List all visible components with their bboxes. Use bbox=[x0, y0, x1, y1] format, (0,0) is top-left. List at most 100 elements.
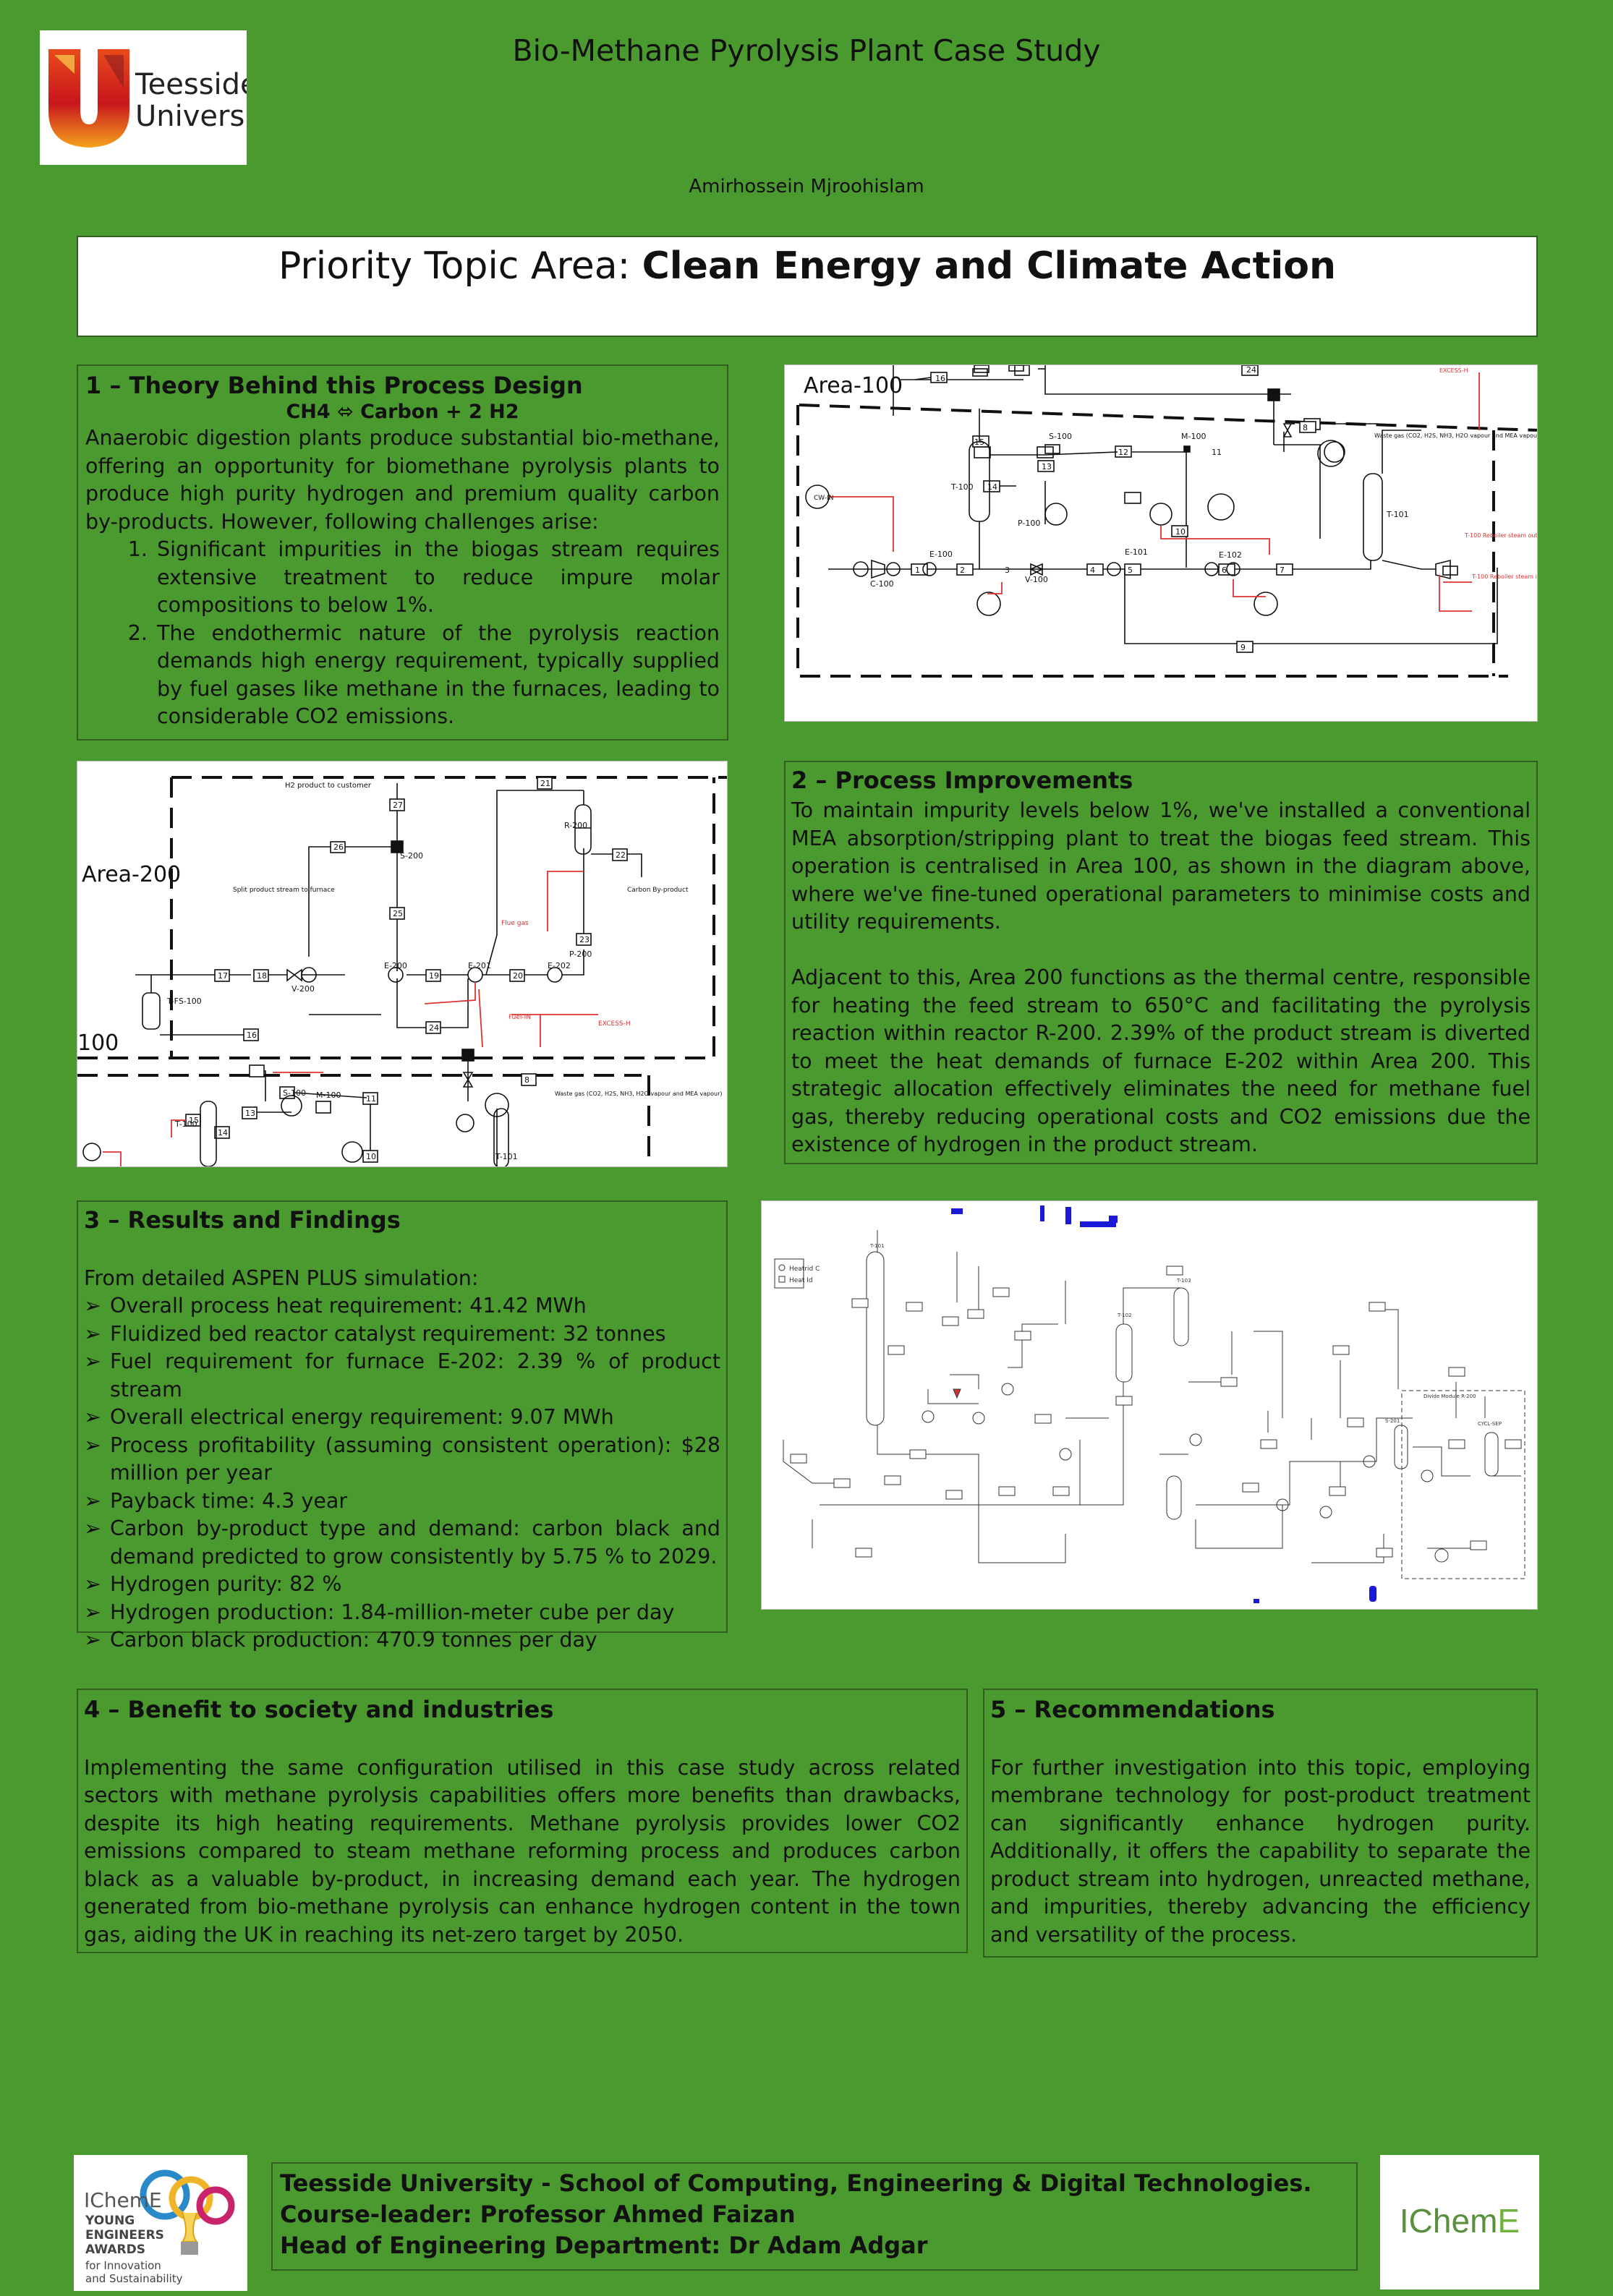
area-100-flowsheet: Area-100 bbox=[796, 365, 1538, 678]
area-100-label: Area-100 bbox=[804, 373, 903, 398]
recommendations-spacer bbox=[990, 1726, 1531, 1754]
svg-text:25: 25 bbox=[393, 909, 403, 918]
svg-text:15: 15 bbox=[974, 438, 984, 447]
award-sub-2: and Sustainability bbox=[85, 2272, 183, 2285]
svg-text:R-200: R-200 bbox=[564, 821, 587, 830]
area-200-label: Area-200 bbox=[82, 862, 181, 887]
poster-title: Bio-Methane Pyrolysis Plant Case Study bbox=[512, 33, 1101, 68]
svg-text:E-102: E-102 bbox=[1219, 550, 1242, 560]
svg-text:P-200: P-200 bbox=[569, 949, 592, 959]
svg-text:S-201: S-201 bbox=[1385, 1418, 1400, 1424]
result-item: Fluidized bed reactor catalyst requireme… bbox=[84, 1320, 720, 1349]
aspen-flowsheet-drawing: Heatrid C Heat Id bbox=[774, 1205, 1525, 1603]
svg-text:T-103: T-103 bbox=[1176, 1278, 1191, 1284]
icheme-logo-a: IChem bbox=[1399, 2202, 1498, 2240]
award-line-3: AWARDS bbox=[85, 2242, 145, 2257]
svg-text:T-100: T-100 bbox=[174, 1119, 197, 1129]
aspen-legend-2: Heat Id bbox=[789, 1277, 813, 1284]
section-improvements: 2 – Process Improvements To maintain imp… bbox=[784, 761, 1538, 1164]
svg-text:E-202: E-202 bbox=[548, 961, 571, 970]
svg-text:3: 3 bbox=[1005, 566, 1010, 575]
svg-text:5: 5 bbox=[1128, 566, 1133, 575]
svg-text:21: 21 bbox=[540, 779, 550, 788]
svg-text:S-200: S-200 bbox=[400, 851, 423, 861]
footer-line-2: Course-leader: Professor Ahmed Faizan bbox=[280, 2201, 796, 2228]
svg-text:18: 18 bbox=[257, 971, 267, 981]
improvements-para-1: To maintain impurity levels below 1%, we… bbox=[791, 798, 1531, 934]
svg-text:14: 14 bbox=[987, 482, 997, 492]
svg-text:C-100: C-100 bbox=[870, 579, 894, 589]
a100-reboiler-out: T-100 Reboiler steam out bbox=[1464, 532, 1538, 539]
svg-text:2: 2 bbox=[960, 566, 965, 575]
svg-text:T-101: T-101 bbox=[495, 1152, 518, 1161]
a200-caption-flue: Flue gas bbox=[501, 920, 529, 927]
results-spacer bbox=[84, 1237, 720, 1265]
recommendations-text: For further investigation into this topi… bbox=[990, 1755, 1531, 1947]
area-100-lower-label: 100 bbox=[77, 1030, 119, 1056]
section-recommendations: 5 – Recommendations For further investig… bbox=[983, 1689, 1538, 1958]
result-item: Carbon by-product type and demand: carbo… bbox=[84, 1515, 720, 1571]
a200-caption-excess: EXCESS-H bbox=[598, 1020, 631, 1028]
improvements-spacer bbox=[791, 936, 1531, 965]
section-improvements-title: 2 – Process Improvements bbox=[791, 767, 1133, 794]
award-brand: IChemE bbox=[84, 2188, 162, 2212]
section-results: 3 – Results and Findings From detailed A… bbox=[77, 1200, 728, 1654]
result-item: Hydrogen purity: 82 % bbox=[84, 1571, 720, 1599]
area-100-diagram: Area-100 bbox=[784, 364, 1538, 722]
svg-text:27: 27 bbox=[393, 801, 403, 810]
result-item: Process profitability (assuming consiste… bbox=[84, 1432, 720, 1488]
svg-text:M-100: M-100 bbox=[1181, 432, 1206, 441]
result-item: Carbon black production: 470.9 tonnes pe… bbox=[84, 1626, 720, 1655]
svg-text:CYCL-SEP: CYCL-SEP bbox=[1478, 1421, 1502, 1427]
section-benefits-title: 4 – Benefit to society and industries bbox=[84, 1696, 554, 1723]
svg-text:11: 11 bbox=[1212, 448, 1222, 457]
svg-text:S-100: S-100 bbox=[1049, 432, 1072, 441]
section-benefits: 4 – Benefit to society and industries Im… bbox=[77, 1689, 968, 1953]
improvements-para-2: Adjacent to this, Area 200 functions as … bbox=[791, 965, 1531, 1156]
svg-text:T-101: T-101 bbox=[1386, 510, 1409, 519]
svg-text:8: 8 bbox=[1303, 423, 1308, 432]
svg-text:26: 26 bbox=[333, 842, 344, 852]
awards-logo-mark: IChemE YOUNG ENGINEERS AWARDS for Innova… bbox=[84, 2169, 235, 2285]
svg-text:M-100: M-100 bbox=[316, 1091, 341, 1100]
svg-text:V-100: V-100 bbox=[1025, 575, 1048, 584]
svg-text:E-200: E-200 bbox=[384, 961, 407, 970]
svg-text:T-100: T-100 bbox=[950, 482, 974, 492]
svg-text:P-100: P-100 bbox=[1018, 518, 1040, 528]
svg-text:19: 19 bbox=[429, 971, 439, 981]
area-200-flowsheet: Area-200 100 bbox=[77, 776, 727, 1166]
svg-text:15: 15 bbox=[189, 1116, 199, 1125]
icheme-awards-logo: IChemE YOUNG ENGINEERS AWARDS for Innova… bbox=[74, 2155, 247, 2291]
logo-text-2: University bbox=[135, 100, 247, 133]
svg-text:V-200: V-200 bbox=[291, 984, 315, 994]
area-200-diagram: Area-200 100 bbox=[77, 761, 728, 1167]
a100-reboiler-in: T-100 Reboiler steam in bbox=[1471, 573, 1538, 580]
section-recommendations-title: 5 – Recommendations bbox=[990, 1696, 1275, 1723]
benefits-text: Implementing the same configuration util… bbox=[84, 1755, 961, 1947]
svg-text:6: 6 bbox=[1222, 566, 1227, 575]
svg-text:E-101: E-101 bbox=[1125, 547, 1148, 557]
award-sub-1: for Innovation bbox=[85, 2259, 161, 2272]
result-item: Payback time: 4.3 year bbox=[84, 1488, 720, 1516]
svg-text:11: 11 bbox=[366, 1094, 376, 1104]
a200-caption-top: H2 product to customer bbox=[285, 782, 372, 790]
challenge-item: The endothermic nature of the pyrolysis … bbox=[154, 620, 720, 731]
svg-text:T-101: T-101 bbox=[869, 1243, 885, 1249]
svg-text:S-100: S-100 bbox=[283, 1088, 306, 1098]
svg-text:12: 12 bbox=[1118, 448, 1128, 457]
recommendations-body: For further investigation into this topi… bbox=[990, 1726, 1531, 1949]
challenge-item: Significant impurities in the biogas str… bbox=[154, 536, 720, 620]
theory-intro: Anaerobic digestion plants produce subst… bbox=[85, 426, 720, 534]
svg-text:1: 1 bbox=[915, 566, 920, 575]
svg-text:13: 13 bbox=[1042, 462, 1052, 471]
challenge-list: Significant impurities in the biogas str… bbox=[85, 536, 720, 731]
svg-text:17: 17 bbox=[218, 971, 228, 981]
award-line-1: YOUNG bbox=[85, 2214, 135, 2228]
aspen-flowsheet: Heatrid C Heat Id bbox=[761, 1200, 1538, 1610]
section-results-title: 3 – Results and Findings bbox=[84, 1206, 401, 1234]
priority-prefix: Priority Topic Area: bbox=[278, 244, 642, 288]
author-name: Amirhossein Mjroohislam bbox=[689, 176, 924, 197]
section-theory-title: 1 – Theory Behind this Process Design bbox=[85, 372, 583, 399]
results-list: Overall process heat requirement: 41.42 … bbox=[84, 1292, 720, 1655]
svg-text:23: 23 bbox=[579, 935, 590, 944]
